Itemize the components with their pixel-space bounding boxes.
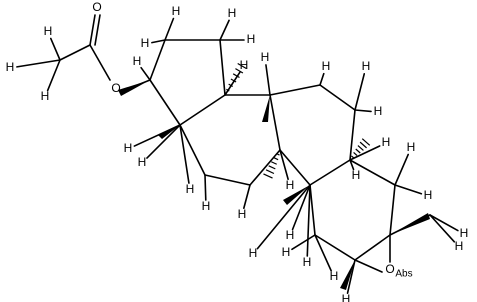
abs-stereo-label: Abs	[395, 269, 412, 280]
hydrogen-bond	[306, 184, 311, 257]
hydrogen-label: H	[407, 140, 416, 154]
hydrogen-bond	[346, 259, 356, 294]
hash-segment	[235, 68, 244, 74]
hydrogen-label: H	[133, 54, 142, 68]
stereo-bonds	[118, 62, 430, 290]
hydrogen-label: H	[382, 135, 391, 149]
hydrogen-label: H	[238, 207, 247, 221]
hydrogen-bond	[133, 124, 181, 147]
hydrogen-label: H	[172, 4, 181, 18]
hydrogen-bond	[354, 109, 372, 113]
hydrogen-label: H	[6, 60, 15, 74]
hydrogen-bond	[291, 234, 316, 251]
hydrogen-label: H	[424, 188, 433, 202]
hydrogen-bond	[164, 17, 175, 41]
hydrogen-label: H	[322, 59, 331, 73]
hash-segment	[237, 62, 247, 70]
hash-segment	[230, 78, 237, 83]
hash-segment	[265, 169, 275, 175]
hydrogen-bond	[429, 214, 459, 232]
hydrogen-label: H	[228, 6, 237, 20]
hydrogen-bond	[394, 184, 423, 195]
hydrogen-bond	[140, 66, 151, 81]
hydrogen-label: H	[186, 182, 195, 196]
hash-segment	[232, 73, 240, 79]
hydrogen-label: H	[303, 255, 312, 269]
hash-segment	[357, 145, 364, 151]
hydrogen-label: H	[460, 226, 469, 240]
hash-segment	[276, 153, 280, 156]
hydrogen-label: H	[138, 155, 147, 169]
hydrogen-label: H	[352, 168, 361, 182]
hydrogen-bond	[279, 149, 289, 181]
hydrogen-bond	[349, 145, 381, 161]
hydrogen-label: H	[141, 36, 150, 50]
hash-segment	[355, 148, 361, 154]
hash-segment	[353, 152, 358, 156]
hydrogen-bond	[291, 184, 311, 231]
carbonyl-oxygen-label: O	[92, 0, 101, 14]
hydrogen-label: H	[330, 269, 339, 283]
hydrogen-bond	[354, 72, 366, 111]
ester-oxygen-label: O	[111, 81, 120, 95]
hash-segment	[271, 161, 277, 165]
hydrogen-label: H	[286, 228, 295, 242]
hydrogen-bond	[349, 159, 355, 171]
hydrogen-label: H	[247, 32, 256, 46]
hydrogen-label: H	[44, 24, 53, 38]
hydrogen-bond	[265, 64, 271, 96]
hydrogen-label: H	[249, 246, 258, 260]
hydrogen-bond	[179, 124, 190, 184]
hydrogen-bond	[319, 72, 325, 86]
hydrogen-bond	[394, 153, 410, 186]
hydrogen-bond	[224, 71, 241, 96]
hydrogen-bond	[16, 59, 61, 68]
hydrogen-label: H	[41, 89, 50, 103]
atom-labels: O O O Abs	[92, 0, 412, 279]
hydrogen-bond	[46, 59, 61, 92]
hash-segment	[268, 165, 276, 170]
hydrogen-bond	[314, 234, 332, 272]
hydrogen-bond	[204, 174, 207, 201]
hydrogen-label: H	[286, 178, 295, 192]
hydrogen-bond	[256, 184, 311, 250]
hydrogen-label: H	[261, 50, 270, 64]
hydrogen-label: H	[362, 59, 371, 73]
hydrogen-bond	[151, 39, 166, 44]
skeleton-bonds	[59, 14, 431, 273]
hydrogen-label: H	[282, 245, 291, 259]
hash-segment	[263, 173, 273, 179]
hydrogen-label: H	[374, 104, 383, 118]
hash-segment	[361, 138, 371, 146]
epoxide-oxygen-label: O	[385, 262, 394, 276]
hash-segment	[359, 141, 367, 149]
hydrogen-label: H	[455, 239, 464, 253]
hydrogen-bond	[219, 19, 230, 41]
hash-segment	[273, 157, 279, 161]
hydrogen-label: H	[202, 199, 211, 213]
hydrogen-bond	[429, 214, 456, 243]
hydrogen-bond	[243, 184, 251, 210]
hydrogen-bond	[146, 124, 181, 159]
hydrogen-bond	[49, 37, 61, 61]
hydrogen-label: H	[240, 58, 249, 72]
hydrogen-label: H	[124, 141, 133, 155]
hydrogen-label: H	[342, 292, 351, 302]
